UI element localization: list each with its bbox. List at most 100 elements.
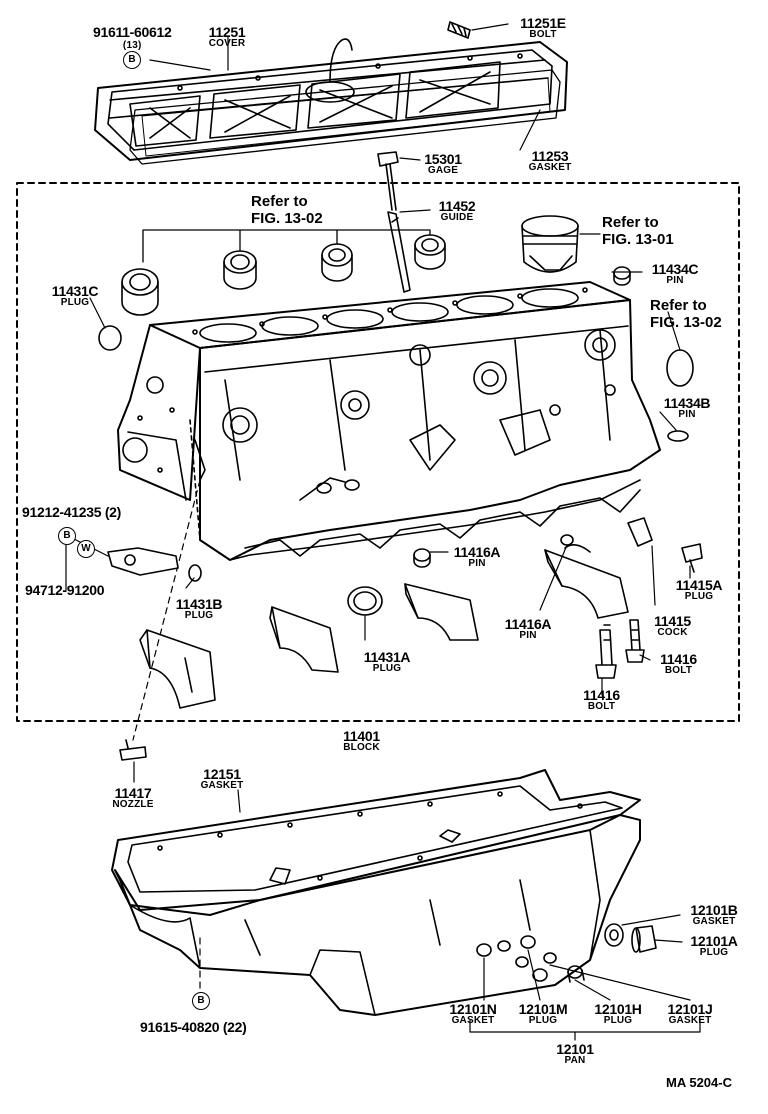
part-name: PIN xyxy=(666,275,684,286)
part-name: GASKET xyxy=(528,162,572,173)
drain-hardware-drawing xyxy=(476,923,657,983)
callout-91611: 91611-60612 (13) xyxy=(93,25,172,51)
callout-12101H: 12101H PLUG xyxy=(587,1002,649,1026)
refer-line2: FIG. 13-01 xyxy=(602,231,674,249)
callout-15301: 15301 GAGE xyxy=(418,152,468,176)
part-number: 12101B xyxy=(690,902,738,918)
callout-11401: 11401 BLOCK xyxy=(334,729,389,753)
refer-line2: FIG. 13-02 xyxy=(650,314,722,332)
cover-bolt-drawing xyxy=(447,21,471,39)
part-number: 11401 xyxy=(343,728,380,744)
part-name: PIN xyxy=(519,630,537,641)
nozzle-drawing xyxy=(119,479,201,761)
part-name: BLOCK xyxy=(343,742,380,753)
part-number: 12101 xyxy=(556,1041,594,1057)
callout-11253: 11253 GASKET xyxy=(520,149,580,173)
part-number: 11434B xyxy=(663,395,711,411)
part-name: PLUG xyxy=(60,297,90,308)
part-number: 12101J xyxy=(667,1001,713,1017)
bearing-caps-drawing xyxy=(139,544,629,709)
part-name: PLUG xyxy=(528,1015,558,1026)
callout-12101A: 12101A PLUG xyxy=(682,934,746,958)
callout-11416A-upper: 11416A PIN xyxy=(446,545,508,569)
callout-11431C: 11431C PLUG xyxy=(44,284,106,308)
callout-11452: 11452 GUIDE xyxy=(432,199,482,223)
marker-b-1: B xyxy=(123,51,141,69)
callout-11251: 11251 COVER xyxy=(197,25,257,49)
part-number: 12101A xyxy=(690,933,738,949)
part-name: PLUG xyxy=(699,947,729,958)
part-name: COCK xyxy=(657,627,688,638)
callout-12101M: 12101M PLUG xyxy=(512,1002,574,1026)
callout-11434C: 11434C PIN xyxy=(643,262,707,286)
dipstick-drawing xyxy=(377,151,411,293)
marker-b-3: B xyxy=(192,992,210,1010)
callout-91615: 91615-40820 (22) xyxy=(140,1019,247,1035)
part-name: GASKET xyxy=(668,1015,712,1026)
piston-drawing xyxy=(521,215,601,273)
refer-fig-13-01-piston: Refer to FIG. 13-01 xyxy=(602,214,674,249)
part-name: BOLT xyxy=(587,701,616,712)
callout-12101B: 12101B GASKET xyxy=(682,903,746,927)
callout-12151: 12151 GASKET xyxy=(193,767,251,791)
part-name: PLUG xyxy=(684,591,714,602)
oil-pan-gasket-drawing xyxy=(111,769,641,916)
refer-line1: Refer to xyxy=(602,214,659,231)
part-number: 11434C xyxy=(651,261,699,277)
callout-12101N: 12101N GASKET xyxy=(442,1002,504,1026)
refer-fig-13-02-bearings: Refer to FIG. 13-02 xyxy=(251,193,323,228)
part-number: 11431A xyxy=(363,649,411,665)
callout-11431A: 11431A PLUG xyxy=(356,650,418,674)
part-number: 12151 xyxy=(203,766,241,782)
part-name: GASKET xyxy=(200,780,244,791)
part-number: 12101H xyxy=(594,1001,642,1017)
part-name: GASKET xyxy=(692,916,736,927)
part-name: GUIDE xyxy=(440,212,474,223)
part-number: 11416 xyxy=(660,651,697,667)
part-name: GASKET xyxy=(451,1015,495,1026)
part-name: PAN xyxy=(564,1055,586,1066)
cylinder-block-drawing xyxy=(117,281,661,561)
part-name: GAGE xyxy=(427,165,459,176)
part-number: 11417 xyxy=(114,785,152,801)
part-number: 11251 xyxy=(208,24,246,40)
refer-line1: Refer to xyxy=(650,297,707,314)
part-number: 11251E xyxy=(520,15,566,31)
callout-11416A-lower: 11416A PIN xyxy=(497,617,559,641)
part-number: 11253 xyxy=(531,148,569,164)
part-number: 11452 xyxy=(438,198,476,214)
marker-w: W xyxy=(77,540,95,558)
part-name: PLUG xyxy=(184,610,214,621)
part-number: 12101N xyxy=(449,1001,497,1017)
refer-line1: Refer to xyxy=(251,193,308,210)
diagram-code: MA 5204-C xyxy=(666,1075,732,1090)
refer-line2: FIG. 13-02 xyxy=(251,210,323,228)
part-number: 12101M xyxy=(518,1001,568,1017)
part-name: BOLT xyxy=(529,29,557,40)
part-number: 11416 xyxy=(583,687,620,703)
callout-11415: 11415 COCK xyxy=(645,614,700,638)
part-number: 11431B xyxy=(175,596,223,612)
part-name: PLUG xyxy=(372,663,402,674)
refer-fig-13-02-plug: Refer to FIG. 13-02 xyxy=(650,297,722,332)
part-qty: (13) xyxy=(122,40,142,51)
callout-11251E: 11251E BOLT xyxy=(508,16,578,40)
callout-12101J: 12101J GASKET xyxy=(658,1002,722,1026)
part-name: PIN xyxy=(678,409,696,420)
part-number: 11415A xyxy=(675,577,723,593)
callout-11415A: 11415A PLUG xyxy=(668,578,730,602)
part-number: 15301 xyxy=(424,151,462,167)
callout-94712: 94712-91200 xyxy=(25,582,105,598)
part-number: 11416A xyxy=(504,616,552,632)
part-name: COVER xyxy=(208,38,246,49)
part-number: 11416A xyxy=(453,544,501,560)
callout-11416-right: 11416 BOLT xyxy=(651,652,706,676)
part-name: PIN xyxy=(468,558,486,569)
callout-11416-bottom: 11416 BOLT xyxy=(574,688,629,712)
part-name: NOZZLE xyxy=(112,799,154,810)
leader-lines xyxy=(65,23,701,1041)
oil-pan-drawing xyxy=(114,814,641,1016)
callout-11431B: 11431B PLUG xyxy=(168,597,230,621)
callout-91212: 91212-41235 (2) xyxy=(22,504,122,520)
